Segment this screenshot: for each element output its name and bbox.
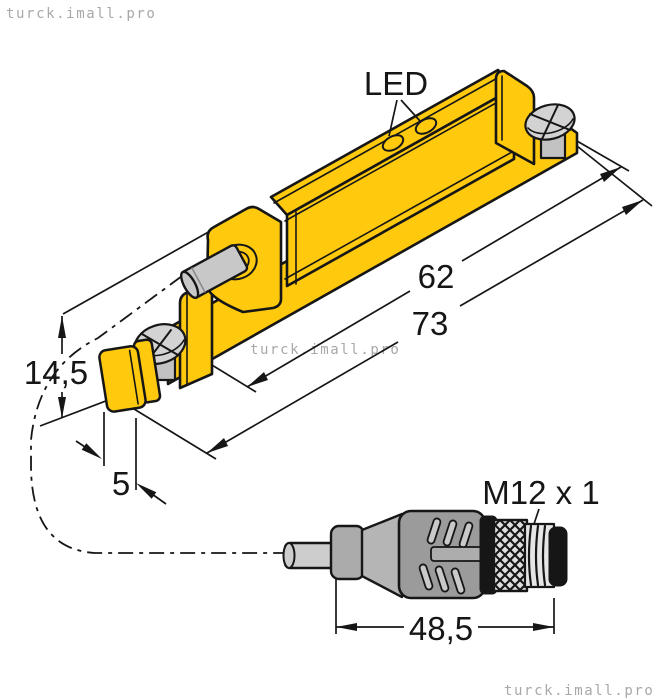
led-leader-1	[388, 99, 398, 137]
front-face-bottom-bevel-line	[284, 151, 513, 280]
led-indicator-2	[414, 117, 438, 135]
dim62-arrow-left	[247, 372, 268, 387]
led-indicator-1	[381, 134, 405, 152]
dim48-arrow-right	[533, 623, 554, 631]
dim14-value: 14,5	[24, 354, 88, 391]
dim5-arrow-left	[81, 443, 102, 459]
end-cap	[98, 338, 162, 413]
front-face-top-bevel-line	[284, 93, 513, 222]
end-bracket-wall	[494, 69, 536, 166]
watermark-center: turck.imall.pro	[250, 342, 400, 358]
dim62-right-extension-line	[576, 140, 630, 172]
dimension-73: 73	[206, 199, 644, 454]
connector-grip-window	[430, 546, 484, 562]
dim73-right-extension-line	[576, 145, 653, 207]
dim62-arrow-right	[600, 167, 621, 182]
dimension-14-5: 14,5	[24, 316, 88, 418]
height-top-extension-line	[62, 229, 213, 315]
cable-gland	[179, 244, 249, 300]
dim48-value: 48,5	[409, 610, 473, 647]
watermark-top-left: turck.imall.pro	[6, 6, 156, 22]
dim14-arrow-bottom	[58, 397, 66, 418]
screw-right-slot-2	[541, 104, 559, 140]
led-label: LED	[364, 65, 428, 102]
connector-taper	[360, 512, 404, 599]
dim73-arrow-left	[207, 438, 228, 453]
dimension-5: 5	[75, 412, 167, 505]
dim73-value: 73	[412, 305, 449, 342]
m12-leader	[533, 508, 540, 525]
cable-gland-tip	[179, 270, 200, 300]
m12-label: M12 x 1	[482, 474, 599, 511]
led-indicators	[381, 117, 438, 152]
m12-connector	[282, 509, 568, 600]
led-callout: LED	[364, 65, 428, 137]
sensor-assembly	[138, 68, 579, 390]
cable-centerline	[30, 275, 284, 554]
dim5-value: 5	[112, 465, 130, 502]
end-bracket-right	[494, 69, 536, 166]
dim73-left-extension-line	[133, 408, 217, 460]
connector-cable-tip	[282, 542, 296, 569]
connector-strain-collar	[329, 524, 366, 581]
led-leader-2	[400, 99, 421, 122]
clamp-screw-right	[524, 103, 576, 160]
connector-knurl	[492, 518, 529, 593]
cable-gland-shade-line	[191, 267, 206, 293]
connector-tip	[548, 526, 568, 587]
connector-thread-lines	[527, 524, 547, 587]
dimension-62: 62	[246, 166, 622, 388]
end-cap-front-plate	[98, 345, 147, 413]
screw-right-chamfer	[527, 118, 574, 135]
dim73-arrow-right	[622, 200, 643, 215]
watermark-bottom-right: turck.imall.pro	[504, 683, 654, 699]
m12-callout: M12 x 1	[482, 474, 600, 525]
dim5-arrow-right	[136, 483, 157, 499]
dimension-48-5: 48,5	[335, 578, 555, 647]
end-cap-edge-line	[128, 349, 139, 405]
dim62-value: 62	[418, 258, 455, 295]
dim14-arrow-top	[58, 316, 66, 338]
dim48-arrow-left	[336, 623, 357, 631]
